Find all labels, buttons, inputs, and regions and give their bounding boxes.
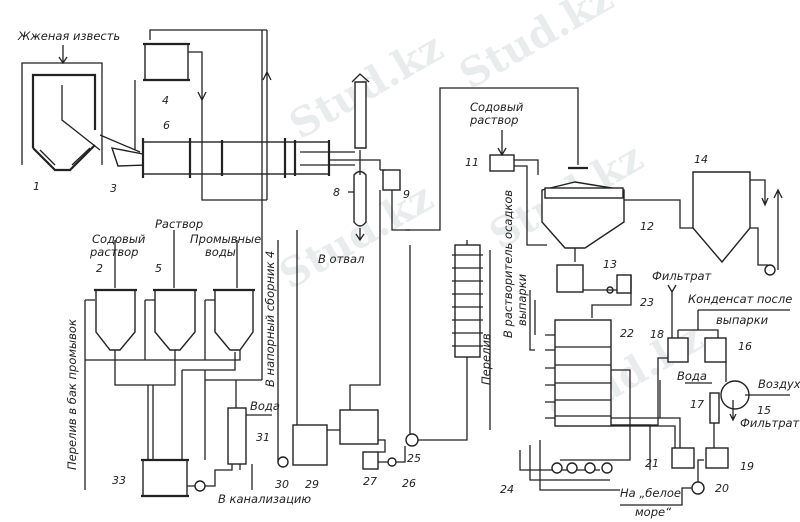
svg-text:5: 5 [155,262,162,275]
svg-text:14: 14 [694,153,708,166]
pipe [379,169,410,300]
label-soda-solution-left: Содовый [92,232,146,246]
label-to-pressure-collector: В напорный сборник 4 [263,251,277,387]
svg-text:Stud.kz: Stud.kz [452,0,622,99]
tank-33 [141,458,233,498]
tank-4 [134,29,267,150]
label-white-sea-2: море“ [635,505,671,519]
label-condensate: Конденсат после [688,292,792,306]
svg-text:13: 13 [603,258,617,271]
svg-text:20: 20 [715,482,729,495]
svg-text:23: 23 [640,296,654,309]
label-wash-water: Промывные [190,232,261,246]
svg-text:8: 8 [333,186,340,199]
label-water-left: Вода [250,399,280,413]
svg-text:17: 17 [690,398,704,411]
svg-text:22: 22 [620,327,634,340]
svg-text:18: 18 [650,328,664,341]
label-evaporation: выпарки [515,273,529,326]
svg-text:11: 11 [465,156,479,169]
svg-text:16: 16 [738,340,752,353]
pumps-29-30 [277,230,419,470]
svg-text:30: 30 [275,478,289,491]
label-solution: Раствор [155,217,203,231]
label-soda-solution-left-2: раствор [89,245,138,259]
label-filtrate-top: Фильтрат [652,269,712,283]
label-white-sea: На „белое [620,486,681,500]
separator-8 [348,73,370,242]
filtration-unit [611,284,790,506]
label-filtrate-bottom: Фильтрат [740,416,800,430]
svg-text:29: 29 [305,478,319,491]
label-to-sediment-dissolver: В растворитель осадков [501,190,515,338]
svg-text:12: 12 [640,220,654,233]
svg-text:9: 9 [403,188,410,201]
label-water-right: Вода [677,369,707,383]
svg-text:1: 1 [33,180,40,193]
label-wash-water-2: воды [205,245,236,259]
label-soda-solution-right: Содовый [470,100,524,114]
pipe [583,275,632,318]
tank-13 [556,264,584,293]
label-to-dump: В отвал [318,252,365,266]
thickener-12 [541,166,693,262]
rotary-drum-6 [141,30,381,201]
evaporator-22 [519,290,681,491]
svg-text:26: 26 [402,477,416,490]
svg-text:25: 25 [407,452,421,465]
pipe [405,87,579,231]
tanks-2-5-wash [84,230,262,490]
svg-text:21: 21 [645,457,659,470]
svg-text:19: 19 [740,460,754,473]
label-air: Воздух [758,377,800,391]
label-burnt-lime: Жженая известь [17,29,120,43]
lime-hopper-1 [21,45,141,172]
svg-text:4: 4 [162,94,169,107]
svg-text:3: 3 [110,182,117,195]
coil-cooler [409,240,491,441]
svg-text:15: 15 [757,404,771,417]
label-overflow-wash-tank: Перелив в бак промывок [65,319,79,470]
tank-23 [616,274,632,294]
label-overflow: Перелив [479,333,493,385]
dosing-tank-11 [489,130,547,246]
label-to-sewer: В канализацию [218,492,311,506]
equipment-numbers: 1 2 3 4 5 6 8 9 11 12 13 14 15 16 17 18 … [33,94,771,496]
svg-text:2: 2 [96,262,103,275]
svg-text:24: 24 [500,483,514,496]
svg-text:27: 27 [363,475,377,488]
heat-exchanger-31 [227,30,272,490]
label-soda-solution-right-2: раствор [469,113,518,127]
svg-text:6: 6 [163,119,170,132]
svg-text:31: 31 [256,431,270,444]
svg-text:33: 33 [112,474,126,487]
tank-14 [692,171,783,276]
label-condensate-2: выпарки [716,313,769,327]
box-9 [382,169,401,191]
